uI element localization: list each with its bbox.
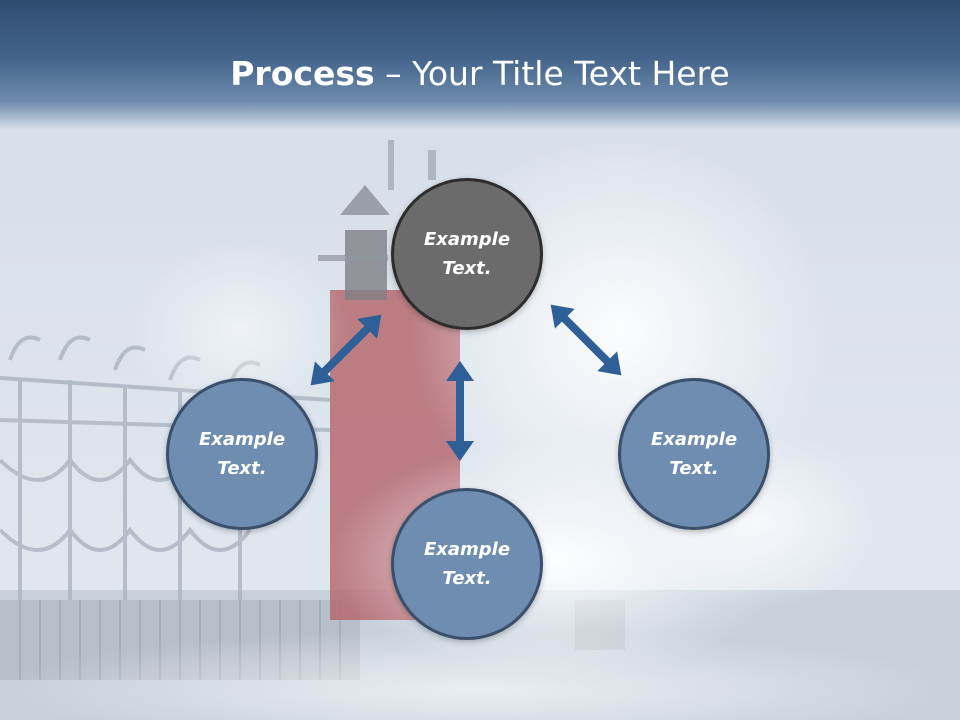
slide-title: Process – Your Title Text Here bbox=[0, 50, 960, 98]
title-bold: Process bbox=[230, 54, 375, 93]
node-right-text: Example Text. bbox=[650, 429, 738, 479]
double-headed-arrow-icon bbox=[550, 304, 622, 376]
title-rest: – Your Title Text Here bbox=[374, 54, 730, 93]
process-node-left[interactable]: Example Text. bbox=[166, 378, 318, 530]
node-top-text: Example Text. bbox=[423, 229, 511, 279]
process-node-top[interactable]: Example Text. bbox=[391, 178, 543, 330]
process-node-bottom[interactable]: Example Text. bbox=[391, 488, 543, 640]
process-node-right[interactable]: Example Text. bbox=[618, 378, 770, 530]
node-left-text: Example Text. bbox=[198, 429, 286, 479]
double-headed-arrow-icon bbox=[310, 314, 382, 386]
title-band bbox=[0, 0, 960, 130]
node-bottom-text: Example Text. bbox=[423, 539, 511, 589]
double-headed-arrow-icon bbox=[446, 361, 474, 461]
